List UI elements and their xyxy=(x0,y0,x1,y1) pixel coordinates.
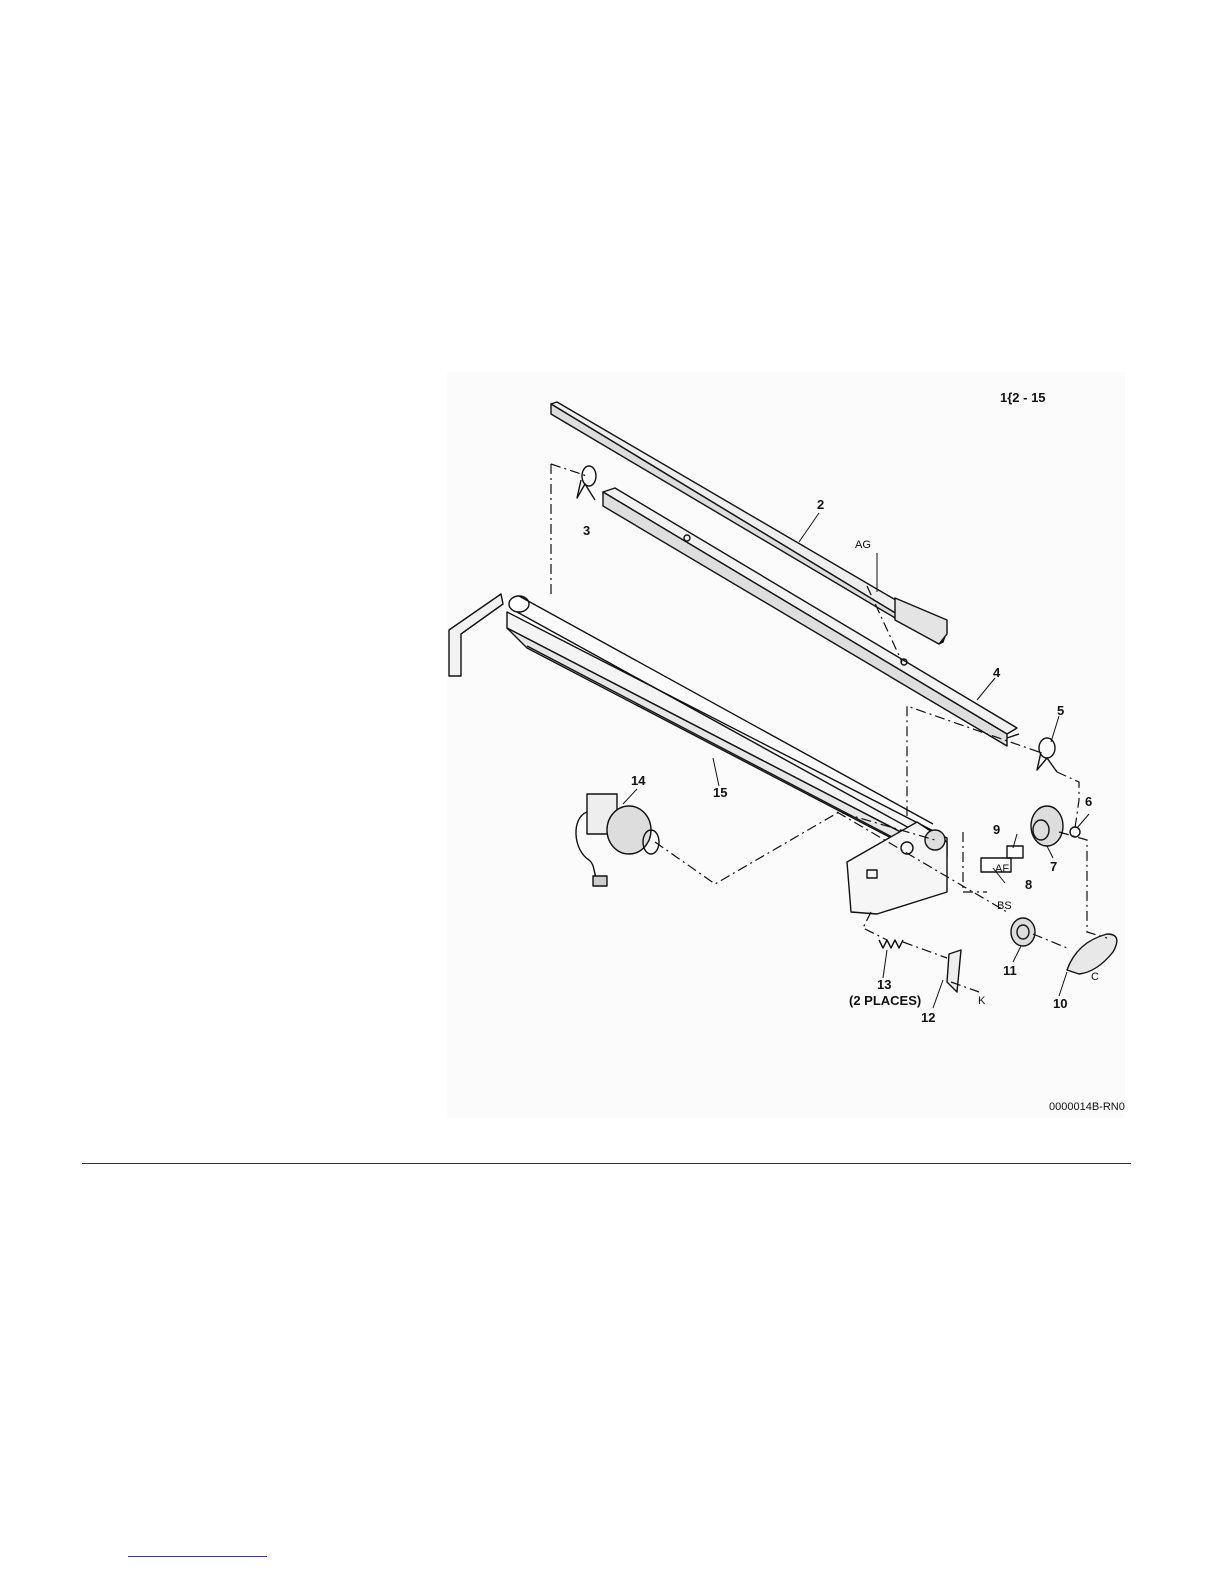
assembly-lines xyxy=(551,464,1107,992)
part-14-motor xyxy=(576,794,659,886)
part-6-washer xyxy=(1070,827,1080,837)
ref-ag: AG xyxy=(855,539,871,551)
part-9-bracket xyxy=(1007,846,1023,858)
range-label: 1{2 - 15 xyxy=(1000,390,1046,405)
callout-2: 2 xyxy=(817,497,824,512)
part-10-belt xyxy=(1067,934,1117,974)
callout-11: 11 xyxy=(1003,963,1017,978)
callout-5: 5 xyxy=(1057,703,1064,718)
callout-13: 13 xyxy=(877,977,891,992)
parts-diagram: 1{2 - 15 2 3 AG 4 5 6 9 7 AF 8 BS 14 15 … xyxy=(447,372,1125,1118)
callout-15: 15 xyxy=(713,785,727,800)
callout-12: 12 xyxy=(921,1010,935,1025)
part-3-clip xyxy=(577,466,596,500)
ref-c: C xyxy=(1091,971,1099,983)
figure-id: 0000014B-RN0 xyxy=(1049,1101,1125,1113)
side-plate xyxy=(847,822,947,914)
ref-af: AF xyxy=(995,863,1009,875)
callout-14: 14 xyxy=(631,773,646,788)
callout-13-note: (2 PLACES) xyxy=(849,993,921,1008)
part-13-spring xyxy=(879,940,903,948)
callout-7: 7 xyxy=(1050,859,1057,874)
callout-8: 8 xyxy=(1025,877,1032,892)
part-2-rail xyxy=(551,402,947,644)
part-15-frame xyxy=(449,594,947,864)
callout-6: 6 xyxy=(1085,794,1092,809)
ref-bs: BS xyxy=(997,900,1012,912)
part-11-gear xyxy=(1011,918,1035,946)
exploded-view-drawing: 1{2 - 15 2 3 AG 4 5 6 9 7 AF 8 BS 14 15 … xyxy=(447,372,1125,1118)
callout-3: 3 xyxy=(583,523,590,538)
part-12-lever xyxy=(947,950,961,992)
callout-10: 10 xyxy=(1053,996,1067,1011)
ref-k: K xyxy=(978,995,986,1007)
part-7-gear xyxy=(1031,806,1063,846)
callout-4: 4 xyxy=(993,665,1001,680)
horizontal-rule xyxy=(82,1163,1131,1164)
footer-link-underline[interactable] xyxy=(128,1556,267,1557)
part-5-clip xyxy=(1037,738,1057,772)
callout-9: 9 xyxy=(993,822,1000,837)
